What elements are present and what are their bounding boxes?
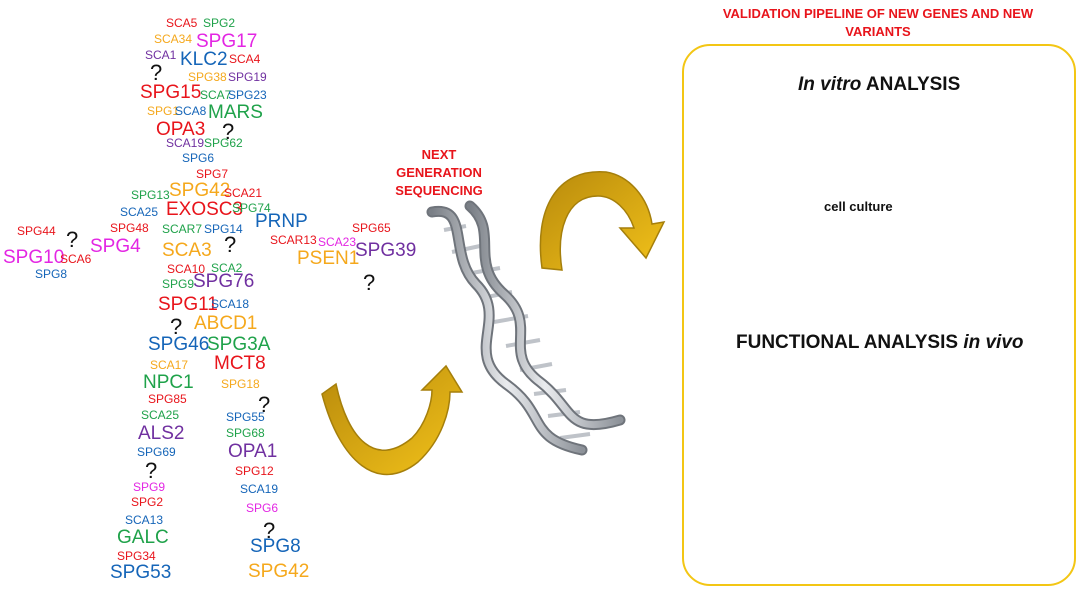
- gene-label: EXOSC3: [166, 199, 244, 220]
- gene-label: SPG4: [90, 236, 141, 257]
- ngs-label: NEXT GENERATION SEQUENCING: [384, 146, 494, 200]
- gene-label: OPA3: [156, 119, 206, 140]
- gene-label: SPG65: [352, 221, 391, 235]
- gene-label: PSEN1: [297, 248, 360, 269]
- gene-label: SCA5: [166, 16, 198, 30]
- functional-title-italic: in vivo: [963, 332, 1024, 353]
- question-mark: ?: [224, 232, 237, 257]
- gene-label: SCAR7: [162, 222, 203, 236]
- gene-label: SCA4: [229, 52, 261, 66]
- curved-arrow-top-icon: [539, 171, 666, 271]
- gene-label: SPG13: [131, 188, 170, 202]
- gene-label: MCT8: [214, 353, 266, 374]
- gene-label: SCA7: [200, 88, 232, 102]
- gene-label: SPG9: [162, 277, 195, 291]
- gene-label: SPG48: [110, 221, 149, 235]
- gene-label: SCA17: [150, 358, 189, 372]
- question-mark: ?: [66, 227, 79, 252]
- pipeline-header: VALIDATION PIPELINE OF NEW GENES AND NEW…: [676, 5, 1080, 41]
- gene-label: SCA21: [224, 186, 263, 200]
- curved-arrow-bottom-icon: [321, 364, 464, 476]
- question-mark: ?: [222, 119, 235, 144]
- gene-label: SPG42: [169, 180, 231, 201]
- pipeline-header-line2: VARIANTS: [845, 24, 911, 39]
- gene-label: SCA23: [318, 235, 357, 249]
- gene-label: SCAR13: [270, 233, 317, 247]
- question-mark: ?: [170, 314, 183, 339]
- cell-culture-label: cell culture: [824, 199, 893, 214]
- gene-label: SPG18: [221, 377, 260, 391]
- gene-label: SCA18: [211, 297, 250, 311]
- gene-label: SCA2: [211, 261, 243, 275]
- validation-panel: [682, 44, 1076, 586]
- question-mark: ?: [258, 392, 271, 417]
- gene-label: SPG74: [232, 201, 271, 215]
- gene-label: SCA25: [141, 408, 180, 422]
- gene-label: SPG46: [148, 334, 210, 355]
- gene-label: SPG85: [148, 392, 187, 406]
- gene-label: MARS: [208, 102, 263, 123]
- gene-label: SPG6: [246, 501, 279, 515]
- gene-label: SPG1: [147, 104, 180, 118]
- gene-label: SPG8: [35, 267, 68, 281]
- gene-label: SPG69: [137, 445, 176, 459]
- gene-label: SCA19: [166, 136, 205, 150]
- gene-label: GALC: [117, 527, 169, 548]
- gene-label: SPG42: [248, 561, 310, 582]
- gene-label: SPG8: [250, 536, 301, 557]
- gene-label: SPG17: [196, 31, 258, 52]
- gene-label: SPG3A: [207, 334, 271, 355]
- gene-label: SPG10: [3, 247, 65, 268]
- ngs-label-line2: SEQUENCING: [395, 183, 483, 198]
- invitro-title-italic: In vitro: [798, 74, 862, 95]
- question-mark: ?: [145, 458, 158, 483]
- gene-label: SPG12: [235, 464, 274, 478]
- gene-label: SPG6: [182, 151, 215, 165]
- gene-label: PRNP: [255, 211, 308, 232]
- invitro-title: In vitro ANALYSIS: [798, 74, 960, 96]
- gene-label: SPG15: [140, 82, 202, 103]
- gene-label: SPG38: [188, 70, 227, 84]
- gene-label: SPG55: [226, 410, 265, 424]
- gene-label: KLC2: [180, 49, 228, 70]
- dna-helix-icon: [426, 200, 626, 456]
- gene-label: SPG68: [226, 426, 265, 440]
- gene-label: SCA10: [167, 262, 206, 276]
- gene-label: SPG39: [355, 240, 417, 261]
- gene-label: SPG23: [228, 88, 267, 102]
- gene-label: SPG7: [196, 167, 229, 181]
- gene-label: SPG44: [17, 224, 56, 238]
- gene-label: SPG34: [117, 549, 156, 563]
- gene-label: SPG2: [131, 495, 164, 509]
- invitro-title-rest: ANALYSIS: [861, 74, 961, 95]
- gene-label: NPC1: [143, 372, 194, 393]
- question-mark: ?: [150, 60, 163, 85]
- question-mark: ?: [363, 270, 376, 295]
- gene-label: SCA34: [154, 32, 193, 46]
- gene-label: SPG11: [158, 294, 218, 315]
- gene-label: SPG2: [203, 16, 236, 30]
- gene-label: SPG14: [204, 222, 243, 236]
- gene-label: SPG62: [204, 136, 243, 150]
- question-mark: ?: [263, 518, 276, 543]
- gene-label: SCA25: [120, 205, 159, 219]
- gene-label: SPG76: [193, 271, 255, 292]
- gene-label: SCA6: [60, 252, 92, 266]
- ngs-label-line1: NEXT GENERATION: [396, 147, 482, 180]
- pipeline-header-line1: VALIDATION PIPELINE OF NEW GENES AND NEW: [722, 6, 1034, 21]
- gene-label: SPG9: [133, 480, 166, 494]
- gene-label: SPG53: [110, 562, 172, 583]
- functional-title-rest: FUNCTIONAL ANALYSIS: [736, 332, 964, 353]
- gene-label: SCA8: [175, 104, 207, 118]
- gene-label: OPA1: [228, 441, 278, 462]
- gene-label: SCA3: [162, 240, 212, 261]
- gene-label: ABCD1: [194, 313, 258, 334]
- functional-title: FUNCTIONAL ANALYSIS in vivo: [736, 332, 1024, 354]
- gene-label: ALS2: [138, 423, 185, 444]
- gene-label: SCA1: [145, 48, 177, 62]
- gene-label: SCA19: [240, 482, 279, 496]
- gene-label: SPG19: [228, 70, 267, 84]
- gene-label: SCA13: [125, 513, 164, 527]
